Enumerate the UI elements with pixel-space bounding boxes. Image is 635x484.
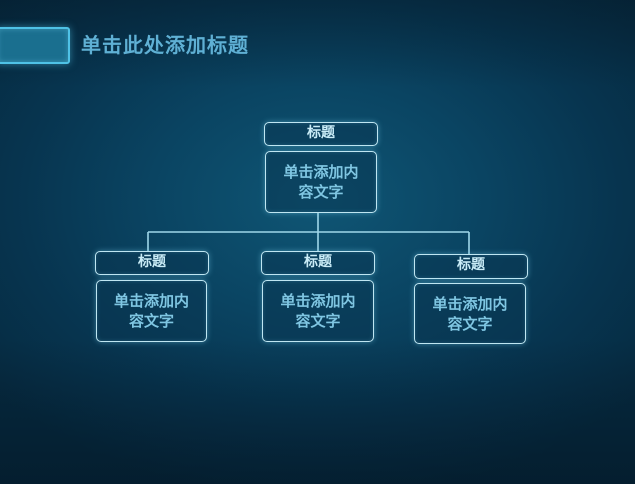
child-3-label: 标题 [457, 257, 485, 273]
child-1-label-box[interactable]: 标题 [95, 251, 209, 275]
root-content: 单击添加内容文字 [283, 163, 359, 201]
child-3-label-box[interactable]: 标题 [414, 254, 528, 279]
page-title[interactable]: 单击此处添加标题 [81, 33, 249, 57]
child-2-content: 单击添加内容文字 [280, 292, 356, 330]
child-1-content: 单击添加内容文字 [113, 292, 189, 330]
child-1-content-box[interactable]: 单击添加内容文字 [96, 280, 207, 342]
child-3-content: 单击添加内容文字 [432, 294, 508, 333]
root-label-box[interactable]: 标题 [264, 122, 378, 146]
title-accent-bar [0, 27, 70, 64]
child-2-label: 标题 [304, 254, 332, 270]
root-content-box[interactable]: 单击添加内容文字 [265, 151, 377, 213]
root-label: 标题 [307, 125, 335, 141]
child-2-label-box[interactable]: 标题 [261, 251, 375, 275]
child-2-content-box[interactable]: 单击添加内容文字 [262, 280, 374, 342]
child-3-content-box[interactable]: 单击添加内容文字 [414, 283, 526, 344]
child-1-label: 标题 [138, 254, 166, 270]
